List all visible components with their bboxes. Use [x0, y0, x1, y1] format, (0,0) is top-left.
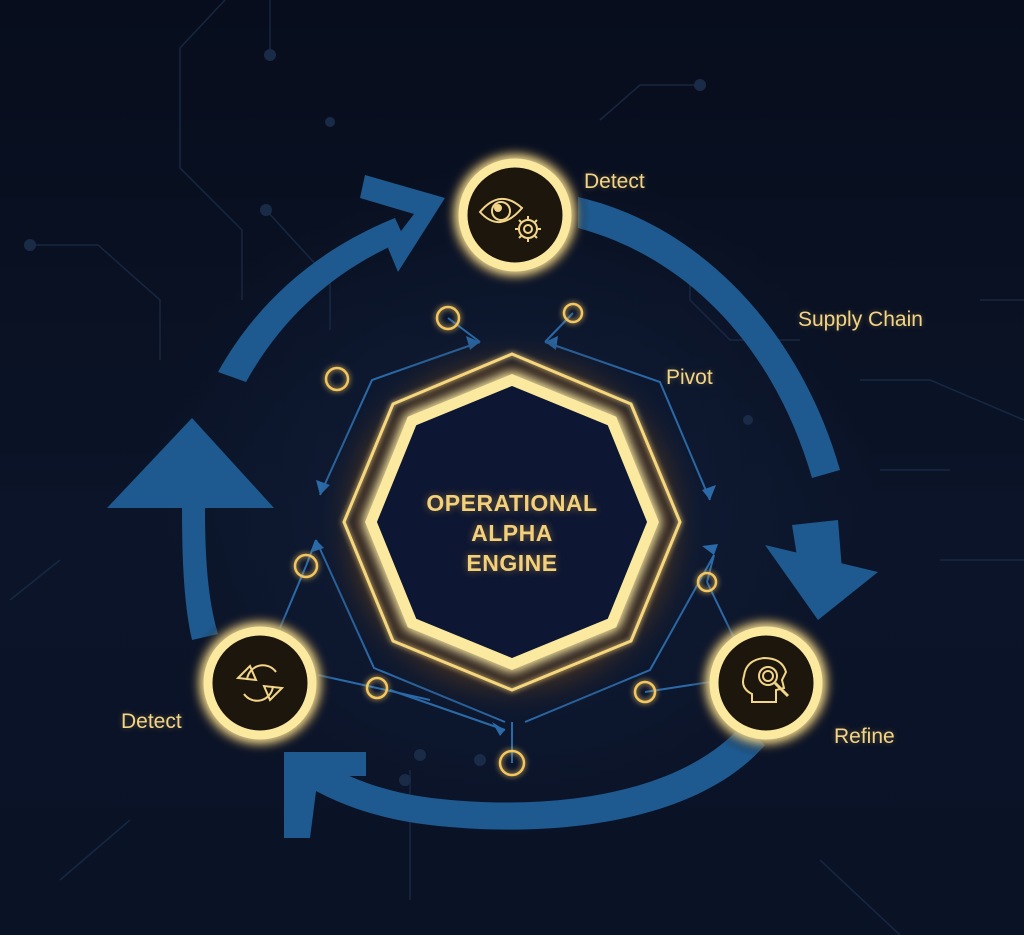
arrow-bottom-head — [284, 752, 366, 838]
label-detect-top: Detect — [584, 170, 645, 193]
refresh-cycle-icon — [235, 664, 285, 702]
engine-title-line-3: ENGINE — [466, 550, 558, 576]
head-magnifier-icon — [742, 656, 790, 703]
arrow-top-left-head — [360, 175, 445, 272]
arrow-top-left — [218, 218, 405, 382]
engine-title-line-1: OPERATIONAL — [426, 490, 598, 516]
circuit-lines — [9, 0, 1024, 935]
node-top — [440, 140, 590, 290]
arrow-left-up-head — [107, 418, 274, 508]
label-refine: Refine — [834, 725, 895, 748]
cycle-arrows — [107, 175, 878, 838]
octagon-outer — [342, 352, 682, 692]
arrow-left-up — [182, 508, 218, 640]
arrow-top-right — [578, 197, 840, 478]
node-right — [691, 608, 841, 758]
arrow-bottom — [300, 725, 765, 830]
label-supply-chain: Supply Chain — [798, 308, 923, 331]
eye-gear-icon — [478, 198, 541, 242]
engine-title: OPERATIONAL ALPHA ENGINE — [392, 488, 632, 578]
small-rings — [293, 302, 718, 777]
arrow-top-right-head — [765, 545, 878, 620]
label-detect-left: Detect — [121, 710, 182, 733]
node-left — [185, 608, 335, 758]
engine-title-line-2: ALPHA — [471, 520, 553, 546]
label-pivot: Pivot — [666, 366, 713, 389]
octagon-inner — [365, 374, 659, 670]
